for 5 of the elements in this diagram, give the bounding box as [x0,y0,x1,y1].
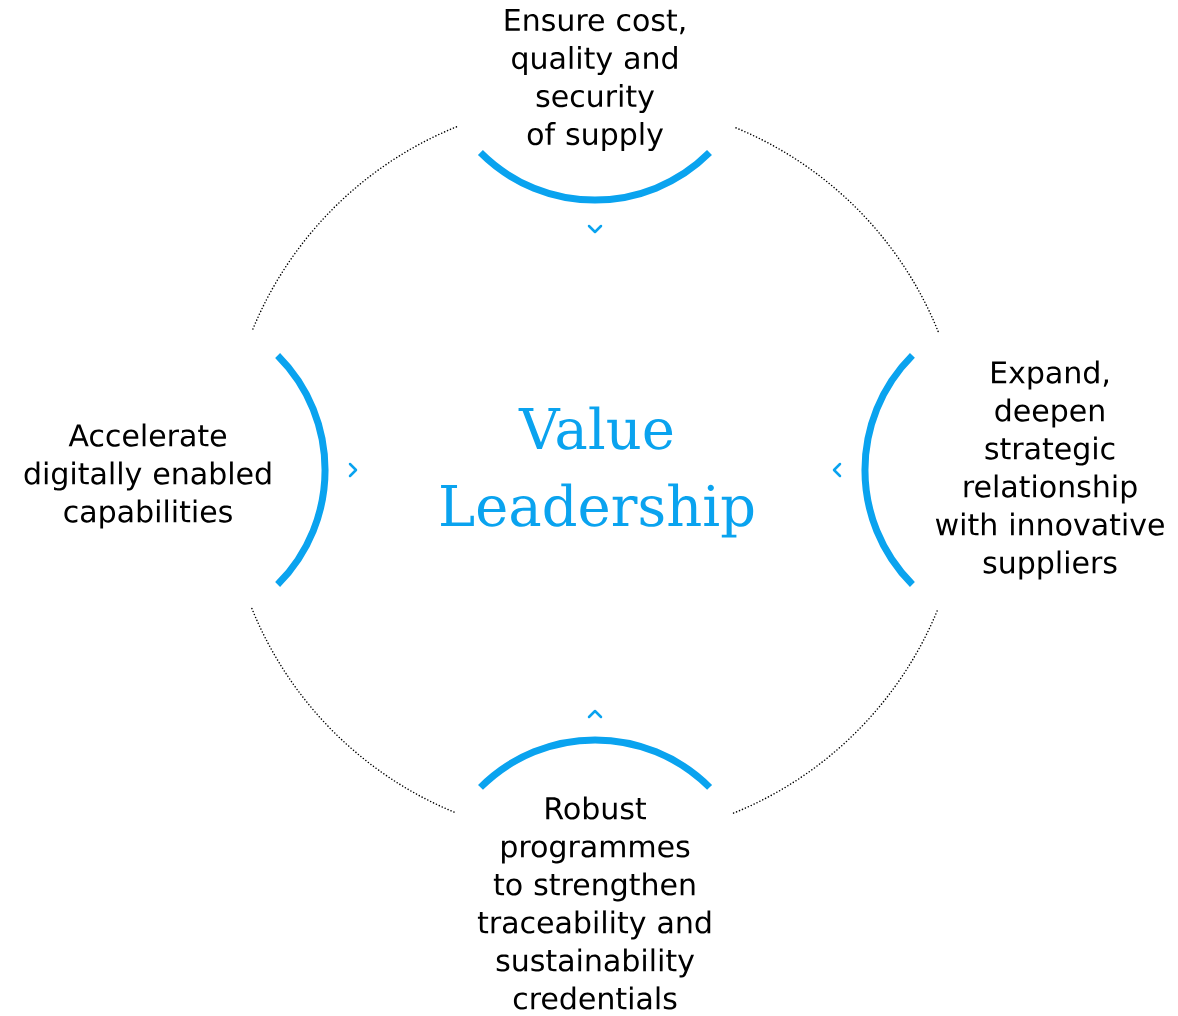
goal-text: Accelerate digitally enabled capabilities [24,423,271,529]
goal-text: Robust programmes to strengthen traceability and sustainability credentials [477,796,711,1010]
goal-text: Expand, deepen strategic relationship with innovative suppliers [935,360,1164,580]
title-text: Value Leadership [441,406,754,538]
goal-text: Ensure cost, quality and security of supply [505,8,685,152]
